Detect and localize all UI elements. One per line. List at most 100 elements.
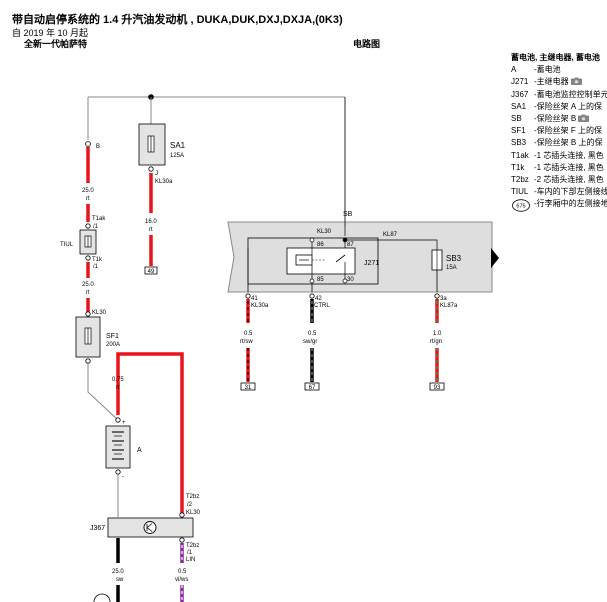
fuse-box-sb-panel: SB [227, 211, 493, 293]
relay-junction-dot [343, 238, 347, 242]
svg-text:0.5: 0.5 [308, 331, 317, 337]
svg-text:3a: 3a [440, 296, 447, 302]
tiul-connector: TIUL T1k /1 [60, 229, 103, 270]
legend-item: T2bz-2 芯插头连接, 黑色 [511, 175, 604, 185]
relay-internal-wires [247, 97, 438, 283]
wire-tiul-sf1: 25.0 rt KL30 [82, 262, 107, 317]
svg-text:67: 67 [309, 385, 316, 391]
continuation-arrow-icon[interactable] [491, 248, 499, 268]
ref-67[interactable]: 67 [304, 382, 320, 391]
svg-text:/1: /1 [93, 264, 99, 270]
svg-text:/1: /1 [93, 224, 99, 230]
control-unit-j367[interactable]: J367 T2bz /1 LIN [90, 517, 199, 563]
legend-item: J367-蓄电池监控控制单元 [511, 89, 607, 99]
svg-text:+: + [122, 420, 126, 426]
svg-text:/2: /2 [187, 502, 193, 508]
svg-text:rt: rt [149, 227, 153, 233]
svg-text:85: 85 [317, 277, 324, 283]
svg-text:93: 93 [434, 385, 441, 391]
svg-text:15A: 15A [446, 265, 457, 271]
svg-text:30: 30 [347, 277, 354, 283]
legend-heading: 蓄电池, 主继电器, 蓄电池 [511, 53, 600, 62]
legend-item: TIUL-车内的下部左侧接线 [511, 187, 607, 197]
svg-text:T1k: T1k [92, 257, 103, 263]
svg-text:rt: rt [116, 385, 120, 391]
svg-text:16.0: 16.0 [145, 219, 157, 225]
svg-text:25.0: 25.0 [82, 188, 94, 194]
svg-text:42: 42 [315, 296, 322, 302]
svg-text:rt/sw: rt/sw [240, 339, 253, 345]
fuse-sa1[interactable]: SA1 125A J KL30a [138, 97, 186, 185]
svg-text:87: 87 [347, 242, 354, 248]
page-title: 带自动启停系统的 1.4 升汽油发动机 , DUKA,DUK,DXJ,DXJA,… [12, 14, 343, 26]
svg-text:rt: rt [86, 290, 90, 296]
svg-text:41: 41 [251, 296, 258, 302]
legend-item: SA1-保险丝架 A 上的保 [511, 101, 603, 111]
svg-text:25.0: 25.0 [82, 282, 94, 288]
wire-41-kl30a: 41 KL30a 0.5 rt/sw [240, 283, 269, 382]
ref-93[interactable]: 93 [429, 382, 445, 391]
battery-a[interactable]: + A - [105, 417, 142, 480]
wire-sf1-battery [87, 364, 119, 421]
legend-item: T1k-1 芯插头连接, 黑色 [511, 162, 604, 172]
svg-text:sw/gr: sw/gr [303, 339, 317, 345]
wire-battery-j367: 0.75 rt T2bz /2 KL30 [112, 352, 201, 518]
ground-point-symbol [93, 593, 111, 602]
svg-text:675: 675 [516, 204, 525, 210]
svg-text:125A: 125A [170, 153, 184, 159]
svg-text:KL30: KL30 [92, 310, 107, 316]
svg-text:J271: J271 [364, 260, 379, 267]
wire-j367-lin: 0.5 vi/ws [175, 543, 188, 602]
wire-b-tiul: B 25.0 rt T1ak /1 [82, 141, 106, 230]
svg-text:200A: 200A [106, 342, 120, 348]
svg-text:T2bz: T2bz [186, 543, 199, 549]
svg-text:86: 86 [317, 242, 324, 248]
svg-text:B: B [96, 144, 100, 150]
wire-42-ctrl: 42 CTRL 0.5 sw/gr [303, 283, 330, 382]
camera-icon[interactable] [570, 77, 582, 86]
svg-text:-: - [122, 474, 124, 480]
svg-text:KL30a: KL30a [251, 303, 269, 309]
svg-text:TIUL: TIUL [60, 242, 74, 248]
fuse-sb3[interactable]: SB3 15A [431, 249, 462, 292]
ground-point-badge: 675 [512, 199, 530, 213]
svg-text:/1: /1 [187, 550, 193, 556]
svg-text:T1ak: T1ak [92, 216, 106, 222]
svg-text:J367: J367 [90, 525, 105, 532]
top-bus-wire [87, 96, 346, 226]
svg-text:49: 49 [148, 269, 155, 275]
svg-text:rt: rt [86, 196, 90, 202]
svg-text:0.75: 0.75 [112, 377, 124, 383]
legend-item: SF1-保险丝架 F 上的保 [511, 126, 602, 136]
camera-icon[interactable] [578, 114, 590, 122]
svg-text:0.5: 0.5 [244, 331, 253, 337]
legend-item: SB-保险丝架 B [511, 113, 607, 125]
svg-text:KL87: KL87 [383, 232, 398, 238]
legend: 蓄电池, 主继电器, 蓄电池 A-蓄电池 J271-主继电器 J367-蓄电池监… [511, 52, 607, 216]
svg-text:KL30a: KL30a [155, 179, 173, 185]
svg-text:rt/gn: rt/gn [430, 339, 442, 345]
legend-item: SB3-保险丝架 B 上的保 [511, 138, 603, 148]
relay-j271[interactable]: KL30 86 87 85 30 J271 [247, 229, 379, 285]
page-subtitle: 自 2019 年 10 月起 [12, 28, 89, 38]
svg-text:vi/ws: vi/ws [175, 577, 188, 583]
wire-3a-kl87a: 3a KL87a 1.0 rt/gn [430, 293, 458, 382]
svg-text:31: 31 [245, 385, 252, 391]
legend-item: T1ak-1 芯插头连接, 黑色 [511, 150, 604, 160]
ref-49[interactable]: 49 [144, 266, 158, 275]
svg-text:SF1: SF1 [106, 333, 119, 340]
svg-text:KL30: KL30 [317, 229, 332, 235]
svg-text:LIN: LIN [186, 557, 195, 563]
legend-item: 675 -行李厢中的左侧接地 [511, 198, 607, 215]
svg-text:SA1: SA1 [170, 141, 186, 150]
svg-text:sw: sw [116, 577, 124, 583]
svg-text:J: J [155, 171, 158, 177]
fuse-sf1[interactable]: SF1 200A [75, 316, 120, 364]
wire-j367-ground: 25.0 sw [112, 538, 124, 602]
ref-31[interactable]: 31 [240, 382, 256, 391]
svg-text:0.5: 0.5 [178, 569, 187, 575]
svg-text:SB3: SB3 [446, 254, 462, 263]
svg-text:SB: SB [343, 211, 353, 218]
svg-text:A: A [137, 447, 142, 454]
